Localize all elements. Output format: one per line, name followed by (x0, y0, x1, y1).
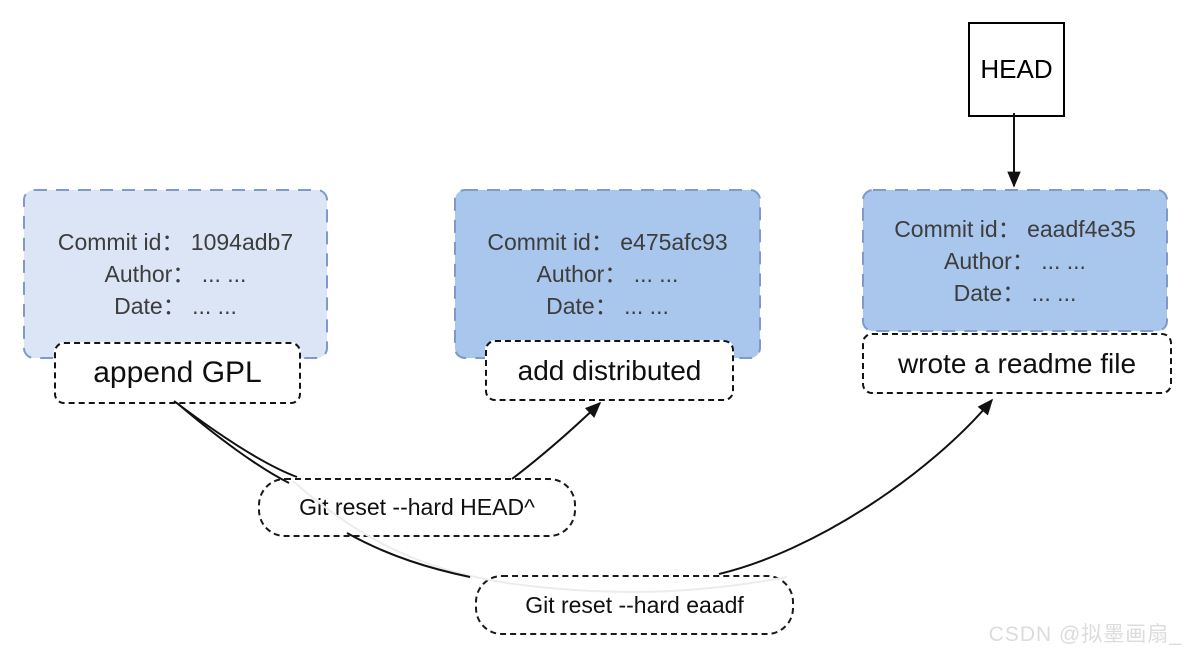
commit-date-line: Date： ... ... (953, 279, 1077, 306)
head-pointer: HEAD (968, 22, 1065, 117)
commit-details-eaadf4e35: Commit id： eaadf4e35 Author： ... ... Dat… (863, 190, 1167, 331)
line-reset-head-to-reset-eaadf (346, 532, 471, 578)
commit-id-line: Commit id： e475afc93 (487, 229, 728, 255)
commit-message-wrote-readme: wrote a readme file (862, 333, 1172, 394)
commit-date-line: Date： ... ... (114, 293, 237, 319)
csdn-watermark: CSDN @拟墨画扇_ (988, 623, 1182, 646)
commit-message-append-gpl: append GPL (54, 342, 301, 404)
commit-details-e475afc93: Commit id： e475afc93 Author： ... ... Dat… (455, 190, 760, 358)
line-append-gpl-to-reset-head (173, 400, 298, 478)
commit-id-line: Commit id： eaadf4e35 (894, 215, 1136, 242)
line-append-gpl-to-reset-head-2 (176, 402, 290, 484)
commit-author-line: Author： ... ... (104, 261, 247, 287)
commit-date-line: Date： ... ... (546, 293, 669, 319)
command-git-reset-hard-eaadf: Git reset --hard eaadf (475, 575, 794, 635)
commit-id-line: Commit id： 1094adb7 (57, 229, 294, 255)
commit-author-line: Author： ... ... (944, 247, 1086, 274)
command-git-reset-hard-head: Git reset --hard HEAD^ (258, 478, 576, 537)
arrow-reset-head-to-add-distributed (511, 401, 602, 480)
commit-message-add-distributed: add distributed (485, 340, 734, 401)
commit-author-line: Author： ... ... (536, 261, 679, 287)
commit-details-1094adb7: Commit id： 1094adb7 Author： ... ... Date… (24, 190, 327, 358)
arrow-reset-eaadf-to-readme (718, 398, 994, 575)
